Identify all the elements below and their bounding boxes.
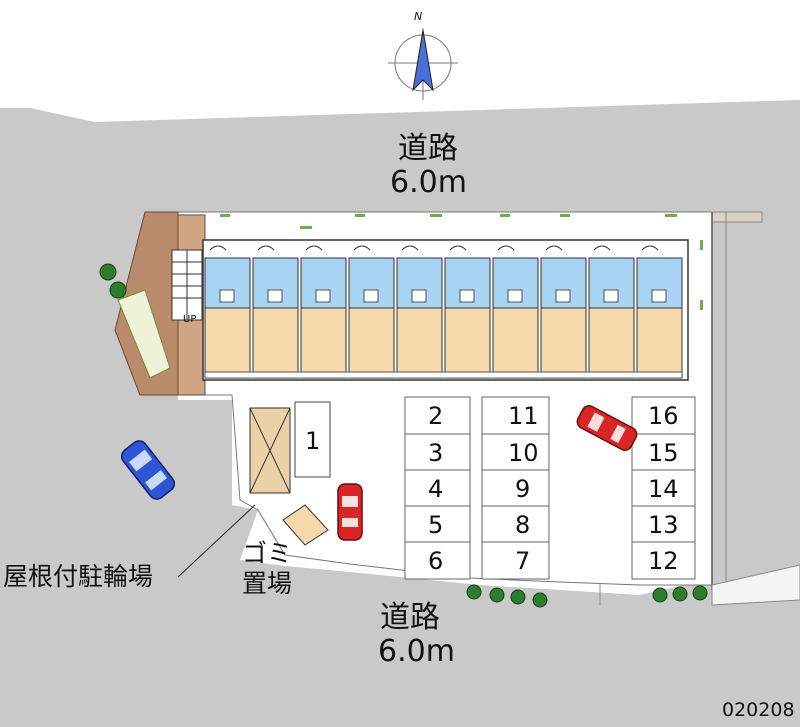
parking-spot-13: 13 xyxy=(648,511,679,539)
garbage-label-line1: ゴミ xyxy=(242,539,292,568)
car-blue xyxy=(120,440,176,500)
stairs xyxy=(171,249,203,321)
north-road-name: 道路 xyxy=(398,131,458,166)
parking-spot-8: 8 xyxy=(515,511,530,539)
bicycle-shelter-leader xyxy=(177,504,256,578)
parking-spot-16: 16 xyxy=(648,402,679,430)
parking-column-left xyxy=(404,396,471,580)
parking-spot-6: 6 xyxy=(428,547,443,575)
parking-spot-15: 15 xyxy=(648,439,679,467)
garbage-area xyxy=(282,504,329,546)
parking-spot-14: 14 xyxy=(648,475,679,503)
apartment-building xyxy=(202,239,689,381)
parking-spot-7: 7 xyxy=(515,547,530,575)
parking-spot-9: 9 xyxy=(515,475,530,503)
parking-spot-12: 12 xyxy=(648,547,679,575)
parking-column-middle xyxy=(481,396,550,580)
parking-spot-5: 5 xyxy=(428,511,443,539)
parking-spot-3: 3 xyxy=(428,439,443,467)
south-road-width: 6.0m xyxy=(378,634,455,669)
bicycle-shelter xyxy=(249,407,291,494)
property-code: 020208 xyxy=(722,699,795,721)
parking-spot-2: 2 xyxy=(428,402,443,430)
compass-icon xyxy=(388,28,458,100)
bicycle-shelter-label: 屋根付駐輪場 xyxy=(3,562,153,591)
north-hedge xyxy=(220,214,703,310)
parking-column-right xyxy=(631,396,696,580)
right-boundary xyxy=(711,211,800,606)
trees xyxy=(99,263,708,608)
parking-lines xyxy=(294,396,696,580)
parking-spot-11: 11 xyxy=(508,402,539,430)
north-road-width: 6.0m xyxy=(390,165,467,200)
parking-spot-10: 10 xyxy=(508,439,539,467)
compass-north-label: N xyxy=(414,10,422,23)
parking-spot-4: 4 xyxy=(428,475,443,503)
stairs-up-label: UP xyxy=(183,314,196,325)
garbage-label-line2: 置場 xyxy=(242,569,292,598)
south-road-name: 道路 xyxy=(380,600,440,635)
car-red-2 xyxy=(576,405,638,451)
parking-spot-1: 1 xyxy=(305,427,320,455)
car-red-1 xyxy=(337,483,363,541)
